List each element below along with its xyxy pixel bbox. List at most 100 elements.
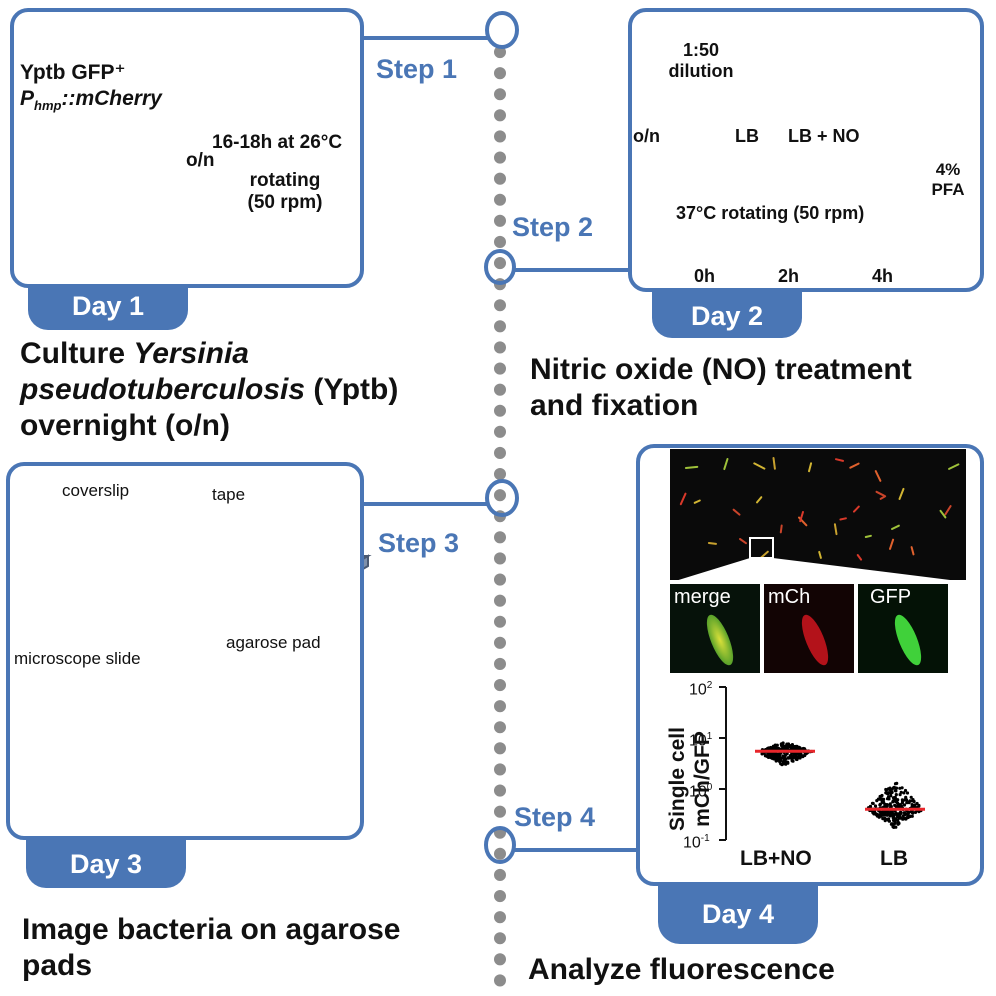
- ytick-1e1: 101: [689, 731, 713, 750]
- data-point-lb: [905, 791, 910, 795]
- field-cell: [732, 508, 741, 516]
- timepoint-0h: 0h: [694, 266, 716, 286]
- field-cell: [939, 509, 947, 519]
- data-point-lb: [907, 801, 911, 805]
- data-point-lb: [909, 795, 913, 799]
- day-tab-4: Day 4: [658, 884, 818, 944]
- data-point-lbno: [760, 752, 764, 756]
- field-cell: [739, 538, 747, 545]
- data-point-lb: [893, 782, 898, 786]
- data-point-lbno: [783, 754, 787, 758]
- promoter: P: [20, 87, 35, 110]
- data-point-lbno: [770, 756, 774, 760]
- strain-label: Yptb GFP⁺: [20, 62, 126, 83]
- field-cell: [864, 534, 872, 538]
- field-cell: [693, 499, 701, 504]
- data-point-lb: [887, 817, 891, 821]
- data-point-lbno: [774, 746, 778, 750]
- fixative-line1: 4%: [935, 160, 961, 179]
- zoom-lines: [672, 558, 966, 582]
- data-point-lb: [891, 818, 896, 822]
- data-point-lb: [906, 815, 910, 820]
- data-point-lb: [880, 811, 884, 815]
- field-cell: [853, 505, 860, 513]
- field-cell: [849, 462, 860, 469]
- coverslip-label: coverslip: [62, 481, 130, 500]
- step-label-1: Step 1: [376, 54, 458, 84]
- caption-day1-part2: (Yptb): [305, 373, 399, 406]
- incubation-label-day2: 37°C rotating (50 rpm): [676, 203, 865, 223]
- data-point-lbno: [785, 743, 789, 747]
- data-point-lb: [896, 822, 900, 826]
- data-point-lbno: [793, 754, 798, 758]
- xcat-lb: LB: [880, 847, 908, 870]
- data-point-lbno: [787, 756, 791, 760]
- field-cell: [753, 462, 766, 470]
- data-point-lb: [895, 818, 900, 822]
- caption-day3-line2: pads: [22, 949, 93, 982]
- data-point-lb: [886, 811, 890, 815]
- data-point-lb: [894, 812, 898, 816]
- tube-label-lbno: LB + NO: [788, 126, 860, 146]
- data-point-lbno: [790, 743, 795, 747]
- field-cell: [944, 505, 952, 516]
- data-point-lbno: [790, 745, 794, 749]
- channel-label-merge: merge: [674, 586, 731, 608]
- data-point-lbno: [766, 746, 770, 751]
- field-cell: [948, 463, 960, 470]
- dilution-line1: 1:50: [682, 40, 720, 60]
- rotation-line2: (50 rpm): [247, 192, 323, 213]
- caption-day1-part3: overnight (o/n): [20, 409, 230, 442]
- dilution-label: 1:50 dilution: [658, 40, 744, 82]
- data-point-lbno: [801, 747, 805, 751]
- data-point-lb: [878, 802, 883, 806]
- data-point-lbno: [774, 759, 778, 763]
- data-point-lb: [899, 804, 904, 808]
- incubation-condition: 16-18h at 26°C: [212, 132, 343, 153]
- data-point-lb: [882, 805, 887, 809]
- field-cell: [707, 542, 717, 545]
- strain-name: Yptb GFP⁺: [20, 61, 126, 84]
- caption-day3: Image bacteria on agarose pads: [22, 912, 492, 984]
- field-cell: [818, 550, 822, 559]
- tape-label: tape: [212, 485, 246, 504]
- data-point-lb: [880, 800, 884, 804]
- field-cell: [910, 546, 915, 556]
- promoter-subscript: hmp: [34, 98, 62, 114]
- data-point-lbno: [771, 753, 775, 758]
- xcat-lbno: LB+NO: [740, 847, 812, 870]
- ytick-1e-1: 10-1: [683, 833, 710, 852]
- tube-label-day1: o/n: [186, 150, 215, 171]
- caption-day1-italic1: Yersinia: [133, 337, 249, 370]
- data-point-lbno: [781, 756, 785, 760]
- data-point-lb: [894, 793, 898, 797]
- data-point-lbno: [778, 753, 782, 757]
- data-point-lb: [883, 817, 887, 821]
- data-point-lb: [913, 803, 917, 807]
- field-cell: [889, 538, 895, 550]
- field-cell: [856, 554, 863, 561]
- field-cell: [874, 470, 882, 482]
- data-point-lb: [892, 822, 896, 826]
- field-cell: [779, 524, 783, 534]
- plot-marks: [755, 741, 925, 830]
- data-point-lb: [876, 797, 881, 801]
- caption-day3-line1: Image bacteria on agarose: [22, 913, 401, 946]
- caption-day1-italic2: pseudotuberculosis: [20, 373, 306, 406]
- day-tab-1: Day 1: [28, 284, 188, 330]
- rotation-line1: rotating: [249, 170, 321, 191]
- data-point-lbno: [768, 754, 772, 758]
- tube-label-overnight: o/n: [633, 126, 660, 146]
- panel-day2: [628, 8, 984, 292]
- data-point-lbno: [784, 746, 788, 750]
- fixative-line2: PFA: [931, 180, 965, 199]
- data-point-lb: [902, 791, 906, 795]
- data-point-lb: [888, 786, 892, 790]
- timepoint-2h: 2h: [778, 266, 800, 286]
- data-point-lb: [905, 801, 909, 805]
- ytick-1e0: 100: [689, 782, 713, 801]
- rotation-label: rotating (50 rpm): [226, 170, 344, 214]
- day-tab-3: Day 3: [26, 838, 186, 888]
- data-point-lb: [898, 786, 902, 790]
- field-cell: [808, 462, 813, 473]
